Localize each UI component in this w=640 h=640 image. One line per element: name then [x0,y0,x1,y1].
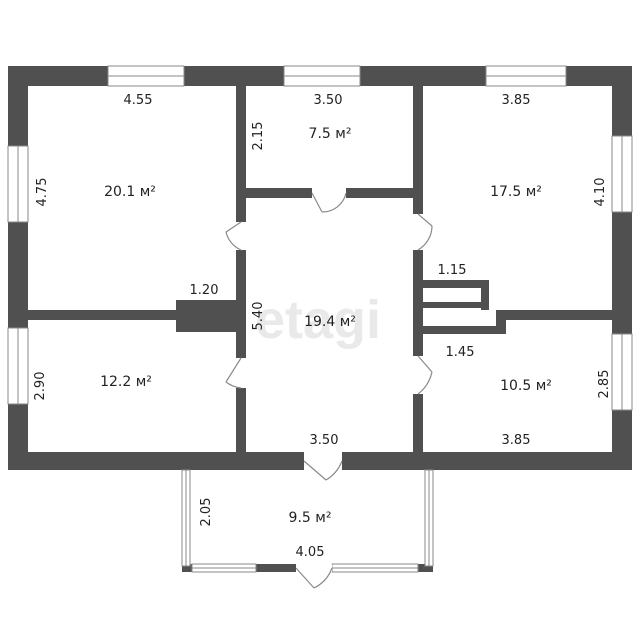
window-porch-bottom-right [331,563,419,573]
dimension-label: 2.15 [251,122,266,151]
porch-wall-bottom-left [182,564,192,572]
niche-upper-top [423,280,489,288]
dimension-label: 3.85 [502,433,531,448]
dimension-label: 4.10 [593,178,608,207]
porch-wall-bottom-right [418,564,433,572]
dimension-label: 3.85 [502,93,531,108]
dimension-label: 1.45 [446,345,475,360]
door-middle-room [311,192,347,213]
wall-middle-room-bottom-a [246,188,312,198]
area-label-room-top-middle: 7.5 м² [309,126,352,142]
doors [225,192,433,589]
dimension-label: 2.90 [33,372,48,401]
porch-wall-bottom-mid [256,564,332,572]
niche-lower-bottom [423,326,506,334]
dimension-label: 5.40 [251,302,266,331]
wall-hall-right-upper [413,86,423,214]
dimension-label: 4.55 [124,93,153,108]
window-porch-left [181,469,191,567]
area-label-porch: 9.5 м² [289,510,332,526]
dimension-label: 2.85 [597,370,612,399]
watermark: etagi [255,290,381,350]
wall-right-divider [496,310,612,320]
window-top-left [107,65,185,87]
dimension-labels: 4.55 3.50 3.85 2.15 4.75 4.10 1.20 5.40 … [33,93,612,560]
dimension-label: 2.05 [199,498,214,527]
dimension-label: 3.50 [314,93,343,108]
door-bottom-right-room [417,355,433,395]
area-label-bedroom-top-left: 20.1 м² [104,184,156,200]
door-porch-exit [295,564,333,589]
niche-lower-right [496,310,506,334]
wall-middle-room-bottom-b [346,188,413,198]
area-label-hall-center: 19.4 м² [304,314,356,330]
area-label-room-bottom-left: 12.2 м² [100,374,152,390]
wall-hall-right-bottom [413,394,423,452]
wall-hall-left-bottom [236,388,246,452]
window-porch-right [424,469,434,567]
niche [423,280,506,334]
niche-upper-right [481,280,489,310]
dimension-label: 4.05 [296,545,325,560]
niche-lower-top [423,302,481,308]
window-top-middle [283,65,361,87]
dimension-label: 4.75 [35,178,50,207]
area-label-bedroom-top-right: 17.5 м² [490,184,542,200]
window-left-lower [7,327,29,405]
wall-hall-left-lower [236,250,246,358]
door-bottom-left-room [225,357,242,389]
door-top-left-room [225,221,242,251]
windows [7,65,633,573]
room-labels: 20.1 м² 7.5 м² 17.5 м² 19.4 м² 12.2 м² 1… [100,126,552,526]
wall-hall-right-middle [413,250,423,356]
dimension-label: 3.50 [310,433,339,448]
area-label-room-bottom-right: 10.5 м² [500,378,552,394]
door-porch [303,452,343,481]
door-top-right-room [417,213,433,251]
window-left-upper [7,145,29,223]
outer-wall-left [8,66,28,470]
window-right-upper [611,135,633,213]
dimension-label: 1.20 [190,283,219,298]
wall-hall-left-upper [236,86,246,222]
stove [176,300,236,332]
window-top-right [485,65,567,87]
dimension-label: 1.15 [438,263,467,278]
window-porch-bottom-left [191,563,257,573]
window-right-lower [611,333,633,411]
wall-left-divider [28,310,176,320]
